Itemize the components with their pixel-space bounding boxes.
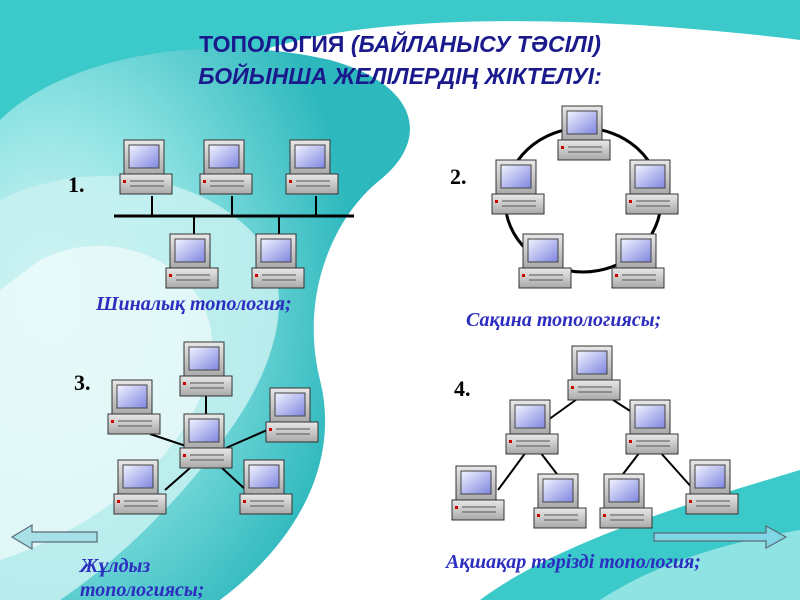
desktop-computer-icon <box>239 459 293 515</box>
desktop-computer-icon <box>179 413 233 469</box>
bus-topology <box>114 139 354 289</box>
title-line1-part1: ТОПОЛОГИЯ <box>199 31 345 57</box>
tree-topology <box>451 345 739 529</box>
star-number: 3. <box>74 370 91 395</box>
desktop-computer-icon <box>265 387 319 443</box>
star-topology <box>107 341 319 515</box>
desktop-computer-icon <box>251 233 305 289</box>
desktop-computer-icon <box>505 399 559 455</box>
desktop-computer-icon <box>285 139 339 195</box>
desktop-computer-icon <box>685 459 739 515</box>
desktop-computer-icon <box>119 139 173 195</box>
desktop-computer-icon <box>113 459 167 515</box>
desktop-computer-icon <box>557 105 611 161</box>
desktop-computer-icon <box>625 399 679 455</box>
desktop-computer-icon <box>199 139 253 195</box>
desktop-computer-icon <box>179 341 233 397</box>
tree-number: 4. <box>454 376 471 401</box>
ring-number: 2. <box>450 164 467 189</box>
desktop-computer-icon <box>518 233 572 289</box>
left-arrow-icon[interactable] <box>10 523 98 551</box>
title-line1-part2: (БАЙЛАНЫСУ ТӘСІЛІ) <box>344 31 601 57</box>
desktop-computer-icon <box>491 159 545 215</box>
right-arrow-icon[interactable] <box>653 524 788 550</box>
bus-caption: Шиналық топология; <box>96 293 292 315</box>
ring-caption: Сақина топологиясы; <box>466 309 662 331</box>
star-caption: Жұлдыз топологиясы; <box>80 555 205 601</box>
desktop-computer-icon <box>611 233 665 289</box>
desktop-computer-icon <box>533 473 587 529</box>
title-line2: БОЙЫНША ЖЕЛІЛЕРДІҢ ЖІКТЕЛУІ: <box>198 63 602 89</box>
bus-number: 1. <box>68 172 85 197</box>
slide-title: ТОПОЛОГИЯ (БАЙЛАНЫСУ ТӘСІЛІ) БОЙЫНША ЖЕЛ… <box>0 28 800 92</box>
ring-topology <box>491 105 679 289</box>
desktop-computer-icon <box>599 473 653 529</box>
tree-caption: Ақшақар тәрізді топология; <box>446 551 701 573</box>
desktop-computer-icon <box>107 379 161 435</box>
desktop-computer-icon <box>625 159 679 215</box>
desktop-computer-icon <box>451 465 505 521</box>
desktop-computer-icon <box>165 233 219 289</box>
desktop-computer-icon <box>567 345 621 401</box>
